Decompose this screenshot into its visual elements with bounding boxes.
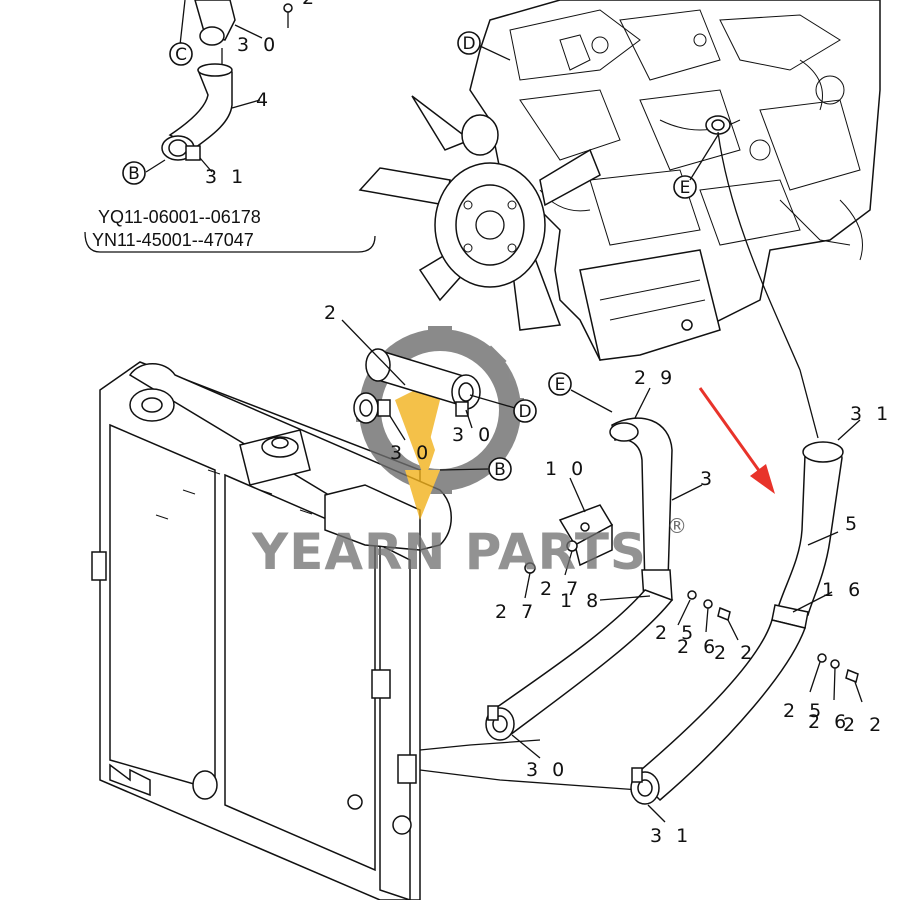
svg-text:C: C	[175, 45, 187, 65]
callout-e-engine: E	[673, 175, 697, 199]
label-part-30-bottom: 3 0	[526, 759, 568, 781]
label-part-26-a: 2 6	[677, 636, 719, 658]
label-part-3: 3	[700, 468, 716, 490]
label-part-16: 1 6	[822, 579, 864, 601]
radiator-core-left	[109, 423, 216, 791]
engine-illustration	[358, 0, 881, 361]
callout-d-engine: D	[457, 31, 481, 55]
svg-text:E: E	[555, 375, 566, 395]
svg-text:B: B	[494, 460, 506, 480]
label-part-25-a: 2 5	[655, 622, 697, 644]
label-part-30-inset: 3 0	[237, 34, 279, 56]
label-part-22-a: 2 2	[714, 642, 756, 664]
label-part-29: 2 9	[634, 367, 676, 389]
label-part-30-upper-a: 3 0	[390, 442, 432, 464]
label-part-10: 1 0	[545, 458, 587, 480]
label-part-2: 2	[324, 302, 340, 324]
radiator-filler-cap	[239, 429, 311, 486]
label-part-30-upper-b: 3 0	[452, 424, 494, 446]
serial-range-2: YN11-45001--47047	[92, 230, 254, 250]
upper-hose-2	[353, 348, 481, 424]
inset-hose-top-end	[197, 63, 233, 77]
label-part-22-b: 2 2	[843, 714, 885, 736]
label-part-26-b: 2 6	[808, 711, 850, 733]
engine-oil-pan	[579, 249, 721, 361]
label-part-18: 1 8	[560, 590, 602, 612]
label-part-31-right: 3 1	[850, 403, 892, 425]
label-part-4: 4	[256, 89, 272, 111]
cooling-fan	[358, 95, 601, 331]
lower-right-hose	[630, 619, 806, 805]
highlight-arrow	[698, 387, 775, 494]
inset-bracket	[84, 231, 376, 253]
label-part-31-inset: 3 1	[205, 166, 247, 188]
callout-b-mid: B	[488, 457, 512, 481]
bracket-10	[558, 504, 614, 567]
callout-d-mid: D	[513, 399, 537, 423]
label-part-5: 5	[845, 513, 861, 535]
label-part-25-b: 2 5	[783, 700, 825, 722]
svg-text:E: E	[680, 178, 691, 198]
serial-range-1: YQ11-06001--06178	[98, 207, 261, 227]
inset-hose-assembly	[84, 0, 376, 253]
label-part-27-b: 2 7	[495, 601, 537, 623]
svg-text:2: 2	[302, 0, 318, 9]
callout-e-hose: E	[548, 372, 572, 396]
callout-c: C	[169, 42, 193, 66]
hose-3	[609, 417, 673, 601]
callout-b-inset: B	[122, 161, 146, 185]
inset-pipe-end	[199, 26, 225, 46]
radiator-assembly	[91, 361, 641, 900]
svg-text:D: D	[462, 34, 475, 54]
svg-text:B: B	[128, 164, 140, 184]
label-part-27-a: 2 7	[540, 578, 582, 600]
leader-engine-to-hose	[717, 131, 819, 439]
inset-bolt	[283, 3, 293, 13]
svg-text:D: D	[518, 402, 531, 422]
watermark-text: YEARN PARTS	[251, 523, 647, 581]
label-part-31-bottom: 3 1	[650, 825, 692, 847]
lower-left-hose	[485, 589, 674, 741]
watermark-registered: ®	[667, 514, 687, 538]
